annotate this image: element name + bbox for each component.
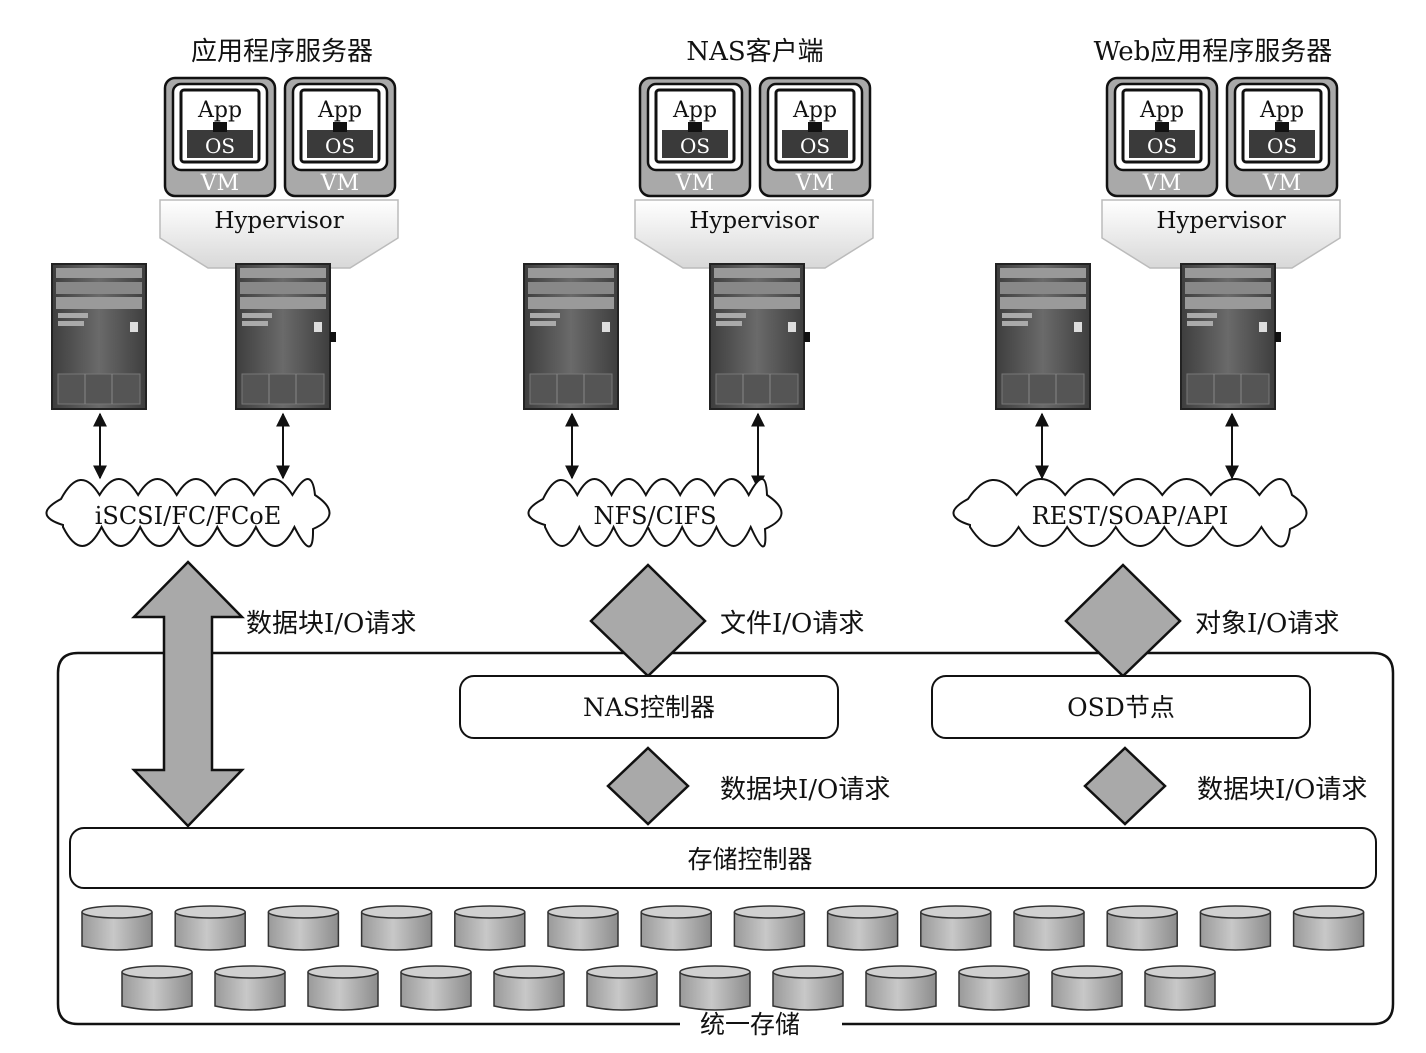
hypervisor-label: Hypervisor — [689, 208, 818, 234]
os-label: OS — [1147, 134, 1177, 158]
network-cloud: REST/SOAP/API — [952, 478, 1308, 548]
disk-icon — [547, 905, 619, 951]
os-label: OS — [325, 134, 355, 158]
app-label: App — [672, 98, 717, 123]
disk-icon — [1292, 905, 1365, 951]
disk-icon — [267, 905, 340, 951]
app-label: App — [197, 98, 242, 123]
disk-icon — [826, 905, 899, 951]
disk-icon — [81, 905, 153, 951]
app-label: App — [792, 98, 837, 123]
disk-icon — [121, 965, 193, 1011]
unified-storage-box: 统一存储 — [56, 651, 1395, 1039]
vm-label: VM — [200, 171, 239, 196]
network-cloud: NFS/CIFS — [527, 478, 783, 548]
vm-label: VM — [795, 171, 834, 196]
controller-label: NAS控制器 — [583, 693, 715, 722]
app-label: App — [1139, 98, 1184, 123]
server-tower-icon — [51, 263, 147, 410]
controller-box: NAS控制器 — [459, 675, 839, 739]
disk-icon — [1013, 905, 1085, 951]
group-title: Web应用程序服务器 — [1094, 37, 1333, 67]
vm-label: VM — [1262, 171, 1301, 196]
controller-box: OSD节点 — [931, 675, 1311, 739]
server-tower-icon — [235, 263, 336, 410]
disk-icon — [586, 965, 658, 1011]
disk-icon — [174, 905, 246, 951]
storage-controller-label: 存储控制器 — [687, 845, 812, 874]
block-io-double-arrow — [131, 560, 245, 828]
disk-icon — [1051, 965, 1123, 1011]
group-title: 应用程序服务器 — [191, 37, 373, 67]
os-label: OS — [800, 134, 830, 158]
disk-icon — [958, 965, 1030, 1011]
disk-icon — [733, 905, 806, 951]
vm-label: VM — [320, 171, 359, 196]
disk-icon — [307, 965, 379, 1011]
group-title: NAS客户端 — [686, 37, 823, 67]
request-label: 数据块I/O请求 — [246, 609, 416, 639]
os-label: OS — [1267, 134, 1297, 158]
request-diamond — [1064, 563, 1182, 678]
disk-icon — [920, 905, 992, 951]
unified-storage-label: 统一存储 — [700, 1010, 800, 1039]
server-tower-icon — [523, 263, 619, 410]
server-tower-icon — [1180, 263, 1281, 410]
disk-icon — [679, 965, 751, 1011]
request-diamond — [589, 563, 707, 678]
network-cloud: iSCSI/FC/FCoE — [45, 478, 331, 548]
server-tower-icon — [995, 263, 1091, 410]
disk-icon — [1199, 905, 1272, 951]
disk-icon — [400, 965, 472, 1011]
sub-request-diamond — [1083, 746, 1167, 826]
sub-request-label: 数据块I/O请求 — [1197, 775, 1367, 805]
disk-icon — [772, 965, 844, 1011]
protocol-label: NFS/CIFS — [593, 502, 716, 530]
app-label: App — [317, 98, 362, 123]
os-label: OS — [680, 134, 710, 158]
protocol-label: iSCSI/FC/FCoE — [95, 502, 282, 530]
disk-icon — [214, 965, 286, 1011]
disk-icon — [493, 965, 565, 1011]
controller-label: OSD节点 — [1067, 693, 1175, 722]
storage-controller: 存储控制器 — [69, 827, 1377, 889]
hypervisor-layer: Hypervisor — [634, 199, 874, 269]
hypervisor-label: Hypervisor — [1156, 208, 1285, 234]
vm-label: VM — [1142, 171, 1181, 196]
request-label: 对象I/O请求 — [1195, 609, 1339, 639]
protocol-label: REST/SOAP/API — [1032, 502, 1229, 530]
disk-icon — [454, 905, 526, 951]
hypervisor-layer: Hypervisor — [1101, 199, 1341, 269]
app-label: App — [1259, 98, 1304, 123]
sub-request-label: 数据块I/O请求 — [720, 775, 890, 805]
server-tower-icon — [709, 263, 810, 410]
disk-icon — [1144, 965, 1216, 1011]
disk-icon — [640, 905, 712, 951]
request-label: 文件I/O请求 — [720, 609, 864, 639]
disk-icon — [865, 965, 937, 1011]
vm-label: VM — [675, 171, 714, 196]
sub-request-diamond — [606, 746, 690, 826]
disk-icon — [1106, 905, 1178, 951]
disk-array — [81, 905, 1365, 1011]
hypervisor-layer: Hypervisor — [159, 199, 399, 269]
os-label: OS — [205, 134, 235, 158]
disk-icon — [360, 905, 433, 951]
hypervisor-label: Hypervisor — [214, 208, 343, 234]
